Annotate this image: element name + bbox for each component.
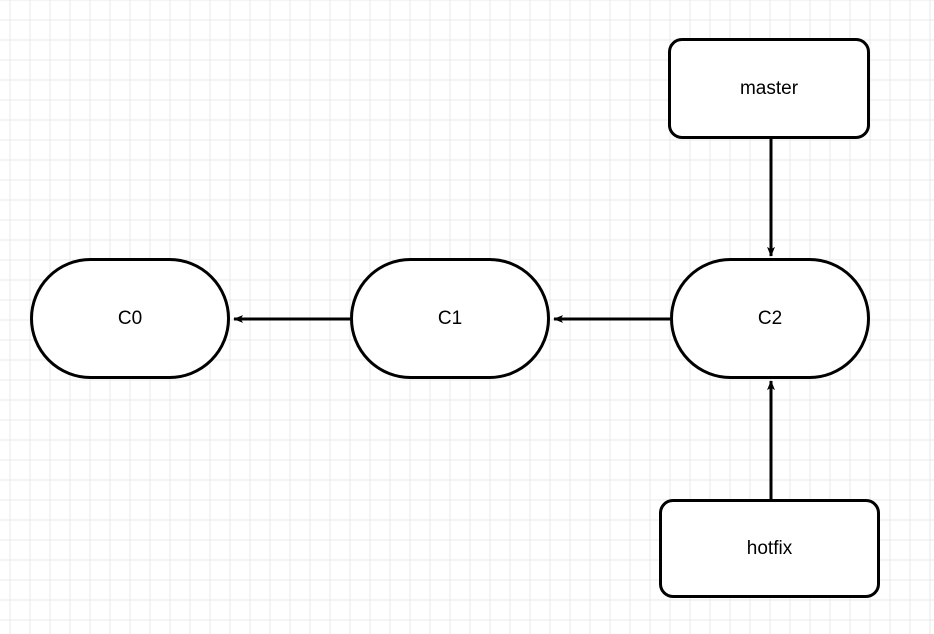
node-c0[interactable]: C0: [30, 258, 230, 379]
node-c2-label: C2: [757, 308, 783, 329]
node-hotfix-label: hotfix: [746, 538, 793, 559]
node-c0-label: C0: [117, 308, 143, 329]
node-hotfix[interactable]: hotfix: [659, 499, 880, 598]
node-master-label: master: [739, 78, 799, 99]
node-c2[interactable]: C2: [670, 258, 870, 379]
node-c1-label: C1: [437, 308, 463, 329]
node-c1[interactable]: C1: [350, 258, 550, 379]
node-master[interactable]: master: [668, 38, 870, 139]
